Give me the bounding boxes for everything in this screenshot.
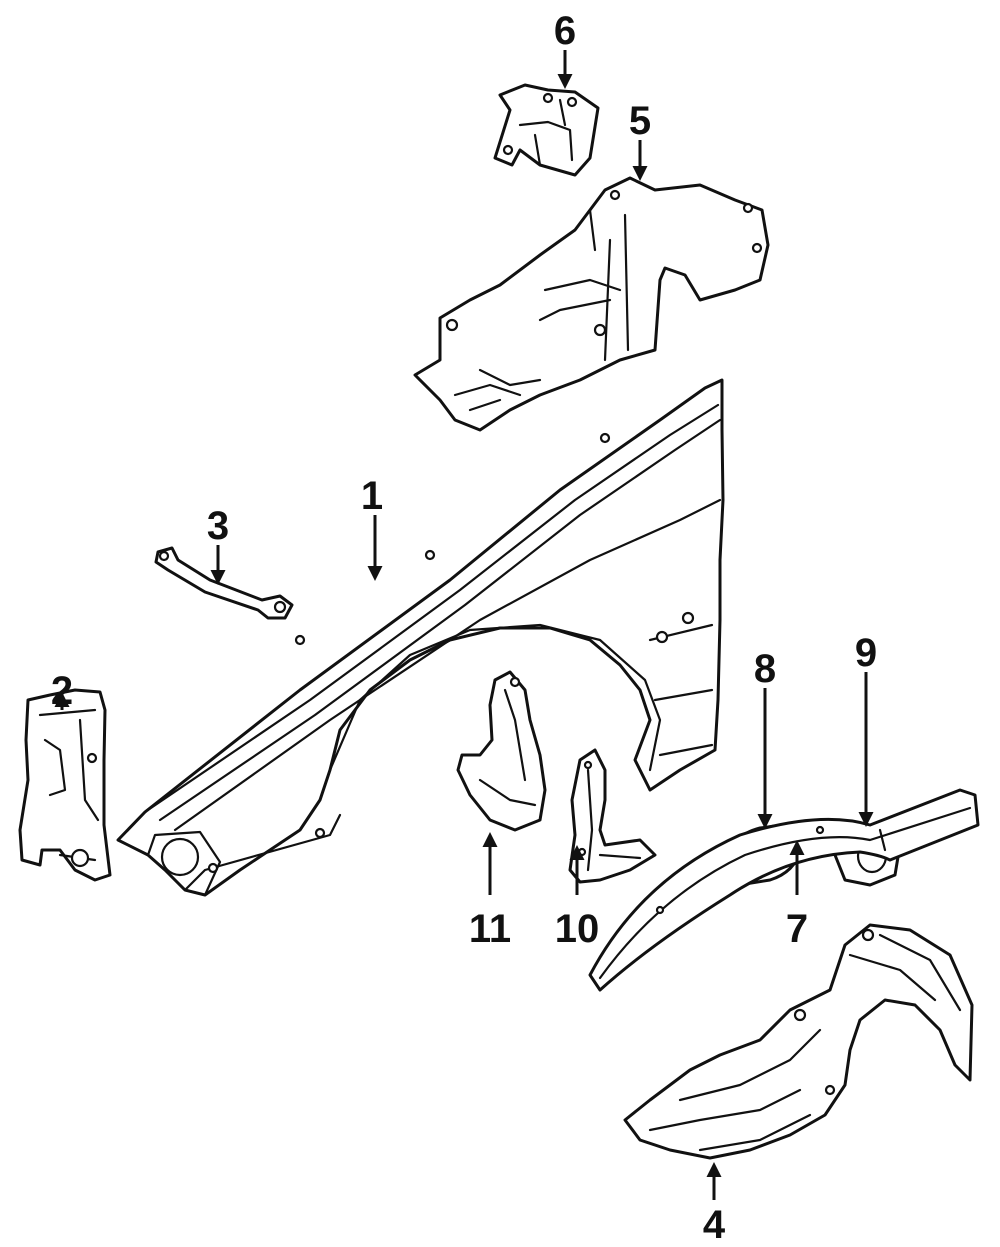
callout-1[interactable]: 1	[361, 474, 383, 518]
callout-10[interactable]: 10	[555, 907, 600, 951]
callout-4[interactable]: 4	[703, 1203, 726, 1247]
callout-7[interactable]: 7	[786, 907, 808, 951]
part-7-arch-moulding[interactable]	[588, 788, 980, 992]
leader-lines	[54, 50, 874, 1200]
part-1-fender[interactable]	[116, 378, 725, 897]
part-11-mud-flap[interactable]	[456, 670, 547, 832]
part-2-front-bracket[interactable]	[18, 688, 112, 882]
callout-labels: 6 5 1 3 2 8 9 11 10 7 4	[51, 9, 877, 1247]
part-4-fender-liner[interactable]	[623, 923, 974, 1160]
callout-8[interactable]: 8	[754, 647, 776, 691]
callout-2[interactable]: 2	[51, 669, 73, 713]
part-3-stay-rod[interactable]	[154, 546, 294, 620]
callout-6[interactable]: 6	[554, 9, 576, 53]
callout-5[interactable]: 5	[629, 99, 651, 143]
part-5-upper-splash-shield[interactable]	[413, 176, 770, 432]
callout-9[interactable]: 9	[855, 631, 877, 675]
callout-11[interactable]: 11	[469, 907, 511, 951]
callout-3[interactable]: 3	[207, 504, 229, 548]
part-6-bracket[interactable]	[493, 83, 600, 177]
